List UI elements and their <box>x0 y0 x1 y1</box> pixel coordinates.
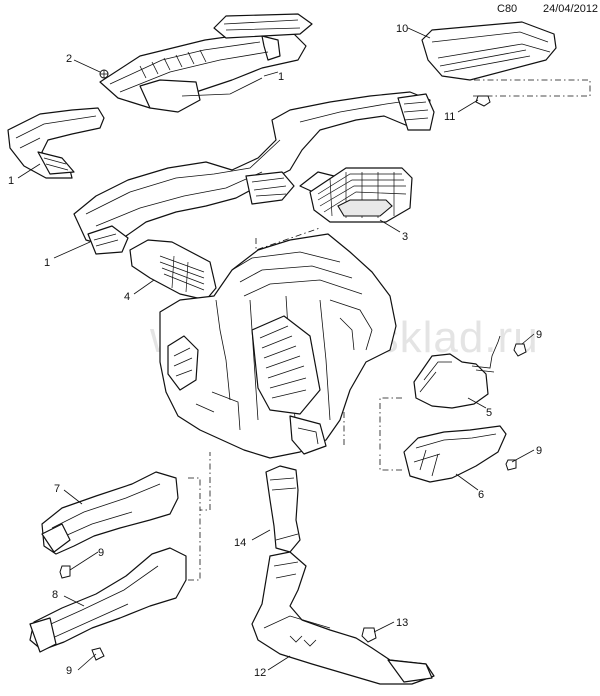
fastener-part-9-b <box>505 459 517 471</box>
diagram-date: 24/04/2012 <box>543 3 598 15</box>
callout-13: 13 <box>396 617 408 629</box>
callout-1-left: 1 <box>8 175 14 187</box>
tube-vertical <box>265 465 301 553</box>
dash-line-top-right <box>470 79 591 97</box>
callout-6: 6 <box>478 489 484 501</box>
duct-left-lower-7 <box>41 471 179 555</box>
vent-center-left <box>129 239 217 301</box>
vent-top-right <box>421 21 557 81</box>
dash-line-housing-to-grille <box>255 227 321 251</box>
duct-right-upper <box>413 335 501 409</box>
fastener-part-9-d <box>91 647 105 661</box>
callout-4: 4 <box>124 291 130 303</box>
duct-left-side <box>7 107 105 179</box>
fastener-part-13 <box>361 627 377 643</box>
callout-7: 7 <box>54 483 60 495</box>
callout-11: 11 <box>444 111 455 123</box>
callout-9-c: 9 <box>98 547 104 559</box>
diagram-code: C80 <box>497 3 517 15</box>
callout-10: 10 <box>396 23 408 35</box>
fastener-part-9-c <box>59 565 71 579</box>
callout-leaders <box>17 27 535 671</box>
fastener-part-2 <box>99 69 109 79</box>
dash-line-left-parts <box>188 452 211 581</box>
callout-9-d: 9 <box>66 665 72 677</box>
callout-8: 8 <box>52 589 58 601</box>
callout-14: 14 <box>234 537 246 549</box>
fastener-part-11 <box>475 95 491 107</box>
fastener-part-9-a <box>513 343 527 357</box>
callout-3: 3 <box>402 231 408 243</box>
callout-9-b: 9 <box>536 445 542 457</box>
duct-left-lower-8 <box>29 547 187 653</box>
duct-right-lower <box>403 425 507 483</box>
hvac-housing <box>159 233 397 459</box>
vent-center-grille <box>309 167 413 223</box>
duct-upper-center <box>99 13 313 113</box>
callout-12: 12 <box>254 667 266 679</box>
callout-1-top: 1 <box>278 71 284 83</box>
callout-2: 2 <box>66 53 72 65</box>
callout-5: 5 <box>486 407 492 419</box>
duct-floor-lower <box>251 551 435 685</box>
dash-line-to-right-parts <box>379 397 402 471</box>
callout-1-main: 1 <box>44 257 50 269</box>
callout-9-a: 9 <box>536 329 542 341</box>
